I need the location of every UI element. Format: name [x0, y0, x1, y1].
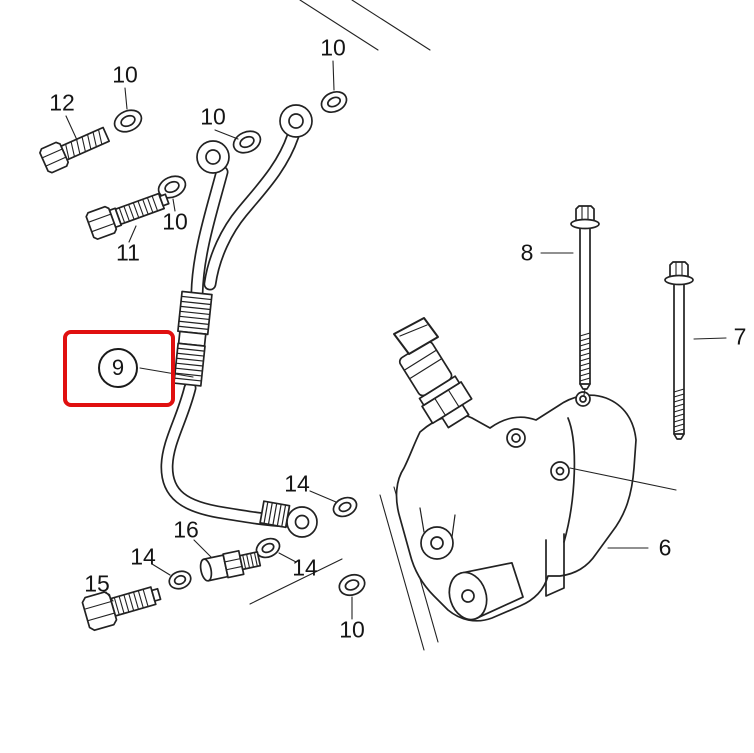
housing-slot — [545, 533, 565, 597]
sealing-washer-10-a — [113, 109, 143, 133]
union-nipple-16 — [199, 549, 262, 582]
flange-bolt-8 — [570, 205, 600, 390]
banjo-fitting-bottom — [286, 506, 318, 538]
banjo-fitting-top-a — [196, 140, 230, 174]
callout-14-b: 14 — [130, 543, 156, 570]
leader-lines — [65, 60, 727, 620]
callout-14-a: 14 — [284, 470, 310, 497]
sensor-connector — [393, 317, 439, 355]
callout-12: 12 — [49, 89, 75, 116]
callout-9-circle[interactable]: 9 — [98, 348, 138, 388]
housing-boss — [506, 428, 526, 448]
fuel-hose-assembly — [160, 129, 300, 528]
banjo-fitting-top-b — [279, 104, 313, 138]
sealing-washer-10-e — [338, 573, 366, 597]
bolt-hole-side — [550, 461, 570, 481]
sealing-washer-14-b — [168, 570, 192, 590]
flange-inner-edge — [563, 417, 576, 543]
flange-bolt-7 — [664, 261, 694, 440]
sealing-washer-10-d — [320, 90, 348, 114]
bolt-hole-top — [575, 391, 591, 407]
hollow-screw-11 — [85, 192, 170, 240]
callout-16: 16 — [173, 516, 199, 543]
hollow-screw-15 — [81, 586, 162, 632]
callout-8: 8 — [520, 239, 534, 266]
oil-pressure-sensor — [393, 317, 473, 429]
valve-housing — [393, 317, 637, 622]
callout-11: 11 — [116, 239, 140, 266]
callout-10-b: 10 — [200, 103, 226, 130]
sealing-washer-10-b — [157, 175, 187, 199]
bottom-port — [448, 561, 524, 621]
housing-body — [395, 394, 637, 622]
callout-10-e: 10 — [339, 616, 365, 643]
left-port — [420, 526, 454, 560]
hose-end-fitting — [259, 500, 291, 529]
callout-10-c: 10 — [320, 34, 346, 61]
hose-sleeve-fitting — [173, 290, 213, 387]
highlight-box-part-9 — [63, 330, 175, 407]
callout-7: 7 — [733, 323, 747, 350]
banjo-bolt-12 — [39, 126, 111, 174]
callout-15: 15 — [84, 570, 110, 597]
sealing-washer-14-a — [332, 496, 358, 518]
callout-6: 6 — [658, 534, 672, 561]
callout-10-a: 10 — [112, 61, 138, 88]
sealing-washer-14-c — [255, 537, 281, 559]
sealing-washer-10-c — [232, 130, 262, 154]
callout-10-d: 10 — [162, 208, 188, 235]
callout-14-c: 14 — [292, 554, 318, 581]
